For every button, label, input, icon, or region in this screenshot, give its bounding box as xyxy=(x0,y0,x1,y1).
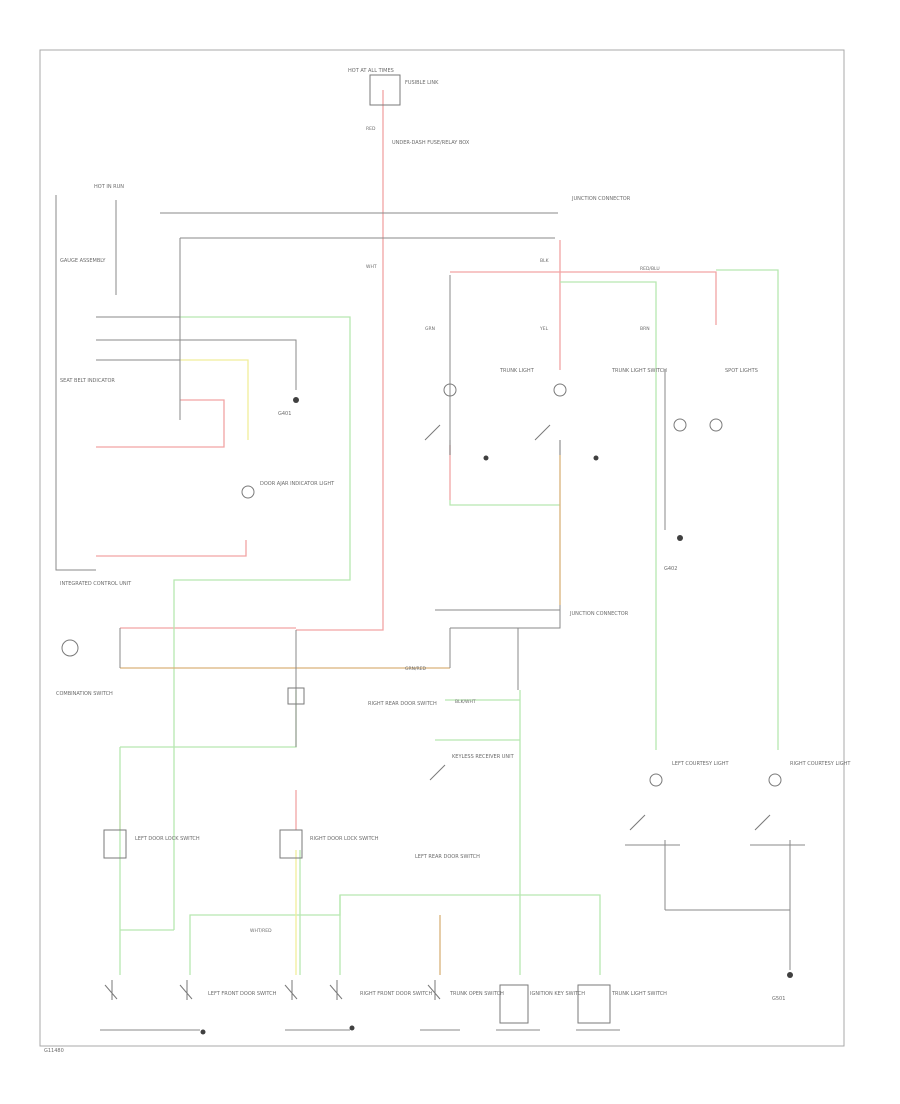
right-lock-relay xyxy=(279,829,303,859)
ground-icon xyxy=(349,1025,355,1031)
label-junction-1: JUNCTION CONNECTOR xyxy=(571,196,631,202)
left-courtesy-bulb xyxy=(649,773,663,787)
label-ground-2: G402 xyxy=(664,566,677,572)
wire-red xyxy=(96,90,717,830)
label-keyless-receiver: KEYLESS RECEIVER UNIT xyxy=(452,754,515,760)
ground-icon xyxy=(677,535,683,541)
label-spot-lights: SPOT LIGHTS xyxy=(725,368,758,374)
switch-arm-2 xyxy=(534,424,561,455)
label-ground-1: G401 xyxy=(278,411,291,417)
switch-arm-4 xyxy=(629,814,646,831)
wire-green xyxy=(119,269,779,975)
label-trunk-light-switch-2: TRUNK LIGHT SWITCH xyxy=(611,991,667,997)
spot-light-left xyxy=(673,418,687,432)
label-right-rear-door: RIGHT REAR DOOR SWITCH xyxy=(368,701,437,707)
code-grnred: GRN/RED xyxy=(405,666,426,672)
code-blkwht: BLK/WHT xyxy=(455,699,476,705)
fuse-box-top xyxy=(369,74,401,106)
label-trunk-light: TRUNK LIGHT xyxy=(499,368,535,374)
ground-icon xyxy=(200,1029,206,1035)
right-courtesy-bulb xyxy=(768,773,782,787)
code-grn: GRN xyxy=(425,326,435,332)
right-rear-door-switch xyxy=(329,980,343,1000)
code-redblu: RED/BLU xyxy=(640,266,660,272)
label-left-front-door: LEFT FRONT DOOR SWITCH xyxy=(208,991,277,997)
label-under-dash-fuse: UNDER-DASH FUSE/RELAY BOX xyxy=(392,140,470,146)
wire-gray xyxy=(55,195,805,1031)
diagram-frame xyxy=(39,49,845,1047)
code-wht: WHT xyxy=(366,264,377,270)
label-left-door-lock: LEFT DOOR LOCK SWITCH xyxy=(135,836,200,842)
label-left-rear-door: LEFT REAR DOOR SWITCH xyxy=(415,854,480,860)
label-right-door-lock: RIGHT DOOR LOCK SWITCH xyxy=(310,836,379,842)
ground-icon xyxy=(787,972,793,978)
label-trunk-open: TRUNK OPEN SWITCH xyxy=(449,991,504,997)
ground-icon xyxy=(483,455,489,461)
right-front-door-switch xyxy=(284,980,298,1000)
wire-yellow xyxy=(180,359,297,975)
label-gauge-assembly: GAUGE ASSEMBLY xyxy=(60,258,106,264)
spot-light-right xyxy=(709,418,723,432)
figure-code: G11480 xyxy=(44,1048,64,1054)
label-integrated-control: INTEGRATED CONTROL UNIT xyxy=(60,581,132,587)
code-yel: YEL xyxy=(539,326,549,332)
label-trunk-light-switch: TRUNK LIGHT SWITCH xyxy=(611,368,667,374)
trunk-open-switch xyxy=(427,980,441,1000)
components xyxy=(61,74,782,1024)
code-blk: BLK xyxy=(540,258,550,264)
label-ignition-key: IGNITION KEY SWITCH xyxy=(530,991,585,997)
code-whtred: WHT/RED xyxy=(250,928,272,934)
ground-icon xyxy=(593,455,599,461)
left-rear-door-switch xyxy=(179,980,193,1000)
grounds xyxy=(200,397,793,1035)
label-fusible-link: FUSIBLE LINK xyxy=(405,80,439,86)
label-left-courtesy: LEFT COURTESY LIGHT xyxy=(672,761,729,767)
relay-box xyxy=(287,687,305,705)
switch-arm-3 xyxy=(429,764,446,781)
label-right-front-door: RIGHT FRONT DOOR SWITCH xyxy=(360,991,433,997)
label-combination-switch: COMBINATION SWITCH xyxy=(56,691,113,697)
labels: HOT AT ALL TIMES FUSIBLE LINK UNDER-DASH… xyxy=(44,68,851,1054)
door-ajar-lamp xyxy=(241,485,255,499)
label-junction-2: JUNCTION CONNECTOR xyxy=(569,611,629,617)
left-front-door-switch xyxy=(104,980,118,1000)
label-hot-in-run: HOT IN RUN xyxy=(94,184,124,190)
trunk-light-bulb xyxy=(443,383,457,397)
label-door-ajar: DOOR AJAR INDICATOR LIGHT xyxy=(260,481,335,487)
switch-arm-1 xyxy=(424,424,451,455)
ground-icon xyxy=(293,397,299,403)
trunk-light-switch xyxy=(577,984,611,1024)
label-hot-at-all-times: HOT AT ALL TIMES xyxy=(348,68,394,74)
label-seat-belt: SEAT BELT INDICATOR xyxy=(60,378,115,384)
switch-arm-5 xyxy=(754,814,771,831)
ignition-key-switch xyxy=(499,984,529,1024)
trunk-light-bulb-2 xyxy=(553,383,567,397)
left-lock-relay xyxy=(103,829,127,859)
label-right-courtesy: RIGHT COURTESY LIGHT xyxy=(790,761,851,767)
wire-tan xyxy=(120,455,561,975)
label-ground-3: G501 xyxy=(772,996,785,1002)
code-red: RED xyxy=(366,126,376,132)
code-brn: BRN xyxy=(640,326,650,332)
combination-switch-bulb xyxy=(61,639,79,657)
